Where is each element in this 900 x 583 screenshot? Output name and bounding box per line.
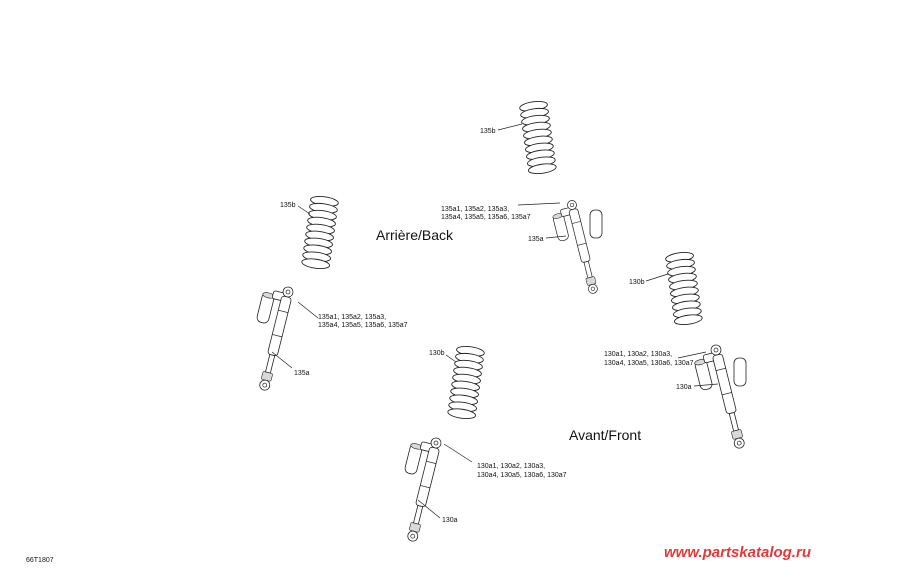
callout-130a-right[interactable]: 130a (676, 384, 692, 391)
watermark: www.partskatalog.ru (664, 544, 811, 561)
callout-135a-top[interactable]: 135a (528, 236, 544, 243)
shock-135a-left[interactable] (239, 280, 295, 392)
callout-130a-bottom[interactable]: 130a (442, 517, 458, 524)
callout-135b-top[interactable]: 135b (480, 128, 496, 135)
callout-135a-sub-left-line2[interactable]: 135a4, 135a5, 135a6, 135a7 (318, 322, 408, 329)
callout-130a-sub-right-line1[interactable]: 130a1, 130a2, 130a3, (604, 351, 673, 358)
spring-130b-bottom[interactable] (446, 344, 486, 422)
spring-130b-right[interactable] (664, 250, 704, 328)
callout-135a-sub-top-line2[interactable]: 135a4, 135a5, 135a6, 135a7 (441, 214, 531, 221)
callout-135a-left[interactable]: 135a (294, 370, 310, 377)
section-front-label: Avant/Front (569, 427, 642, 443)
callout-135a-sub-top-line1[interactable]: 135a1, 135a2, 135a3, (441, 206, 510, 213)
callout-135b-left[interactable]: 135b (280, 202, 296, 209)
callout-130a-sub-bottom-line2[interactable]: 130a4, 130a5, 130a6, 130a7 (477, 472, 567, 479)
callout-130a-sub-bottom-line1[interactable]: 130a1, 130a2, 130a3, (477, 463, 546, 470)
callout-130b-right[interactable]: 130b (629, 279, 645, 286)
shock-130a-bottom[interactable] (387, 431, 443, 543)
callout-130a-sub-right-line2[interactable]: 130a4, 130a5, 130a6, 130a7 (604, 360, 694, 367)
callout-130b-bottom[interactable]: 130b (429, 350, 445, 357)
shock-130a-right-reservoir (733, 357, 747, 387)
spring-135b-left[interactable] (300, 194, 340, 272)
shock-135a-top-reservoir (589, 209, 603, 239)
section-back-label: Arrière/Back (376, 227, 454, 243)
callout-135a-sub-left-line1[interactable]: 135a1, 135a2, 135a3, (318, 314, 387, 321)
figure-reference: 66T1807 (26, 557, 54, 564)
spring-135b-top[interactable] (518, 99, 558, 177)
